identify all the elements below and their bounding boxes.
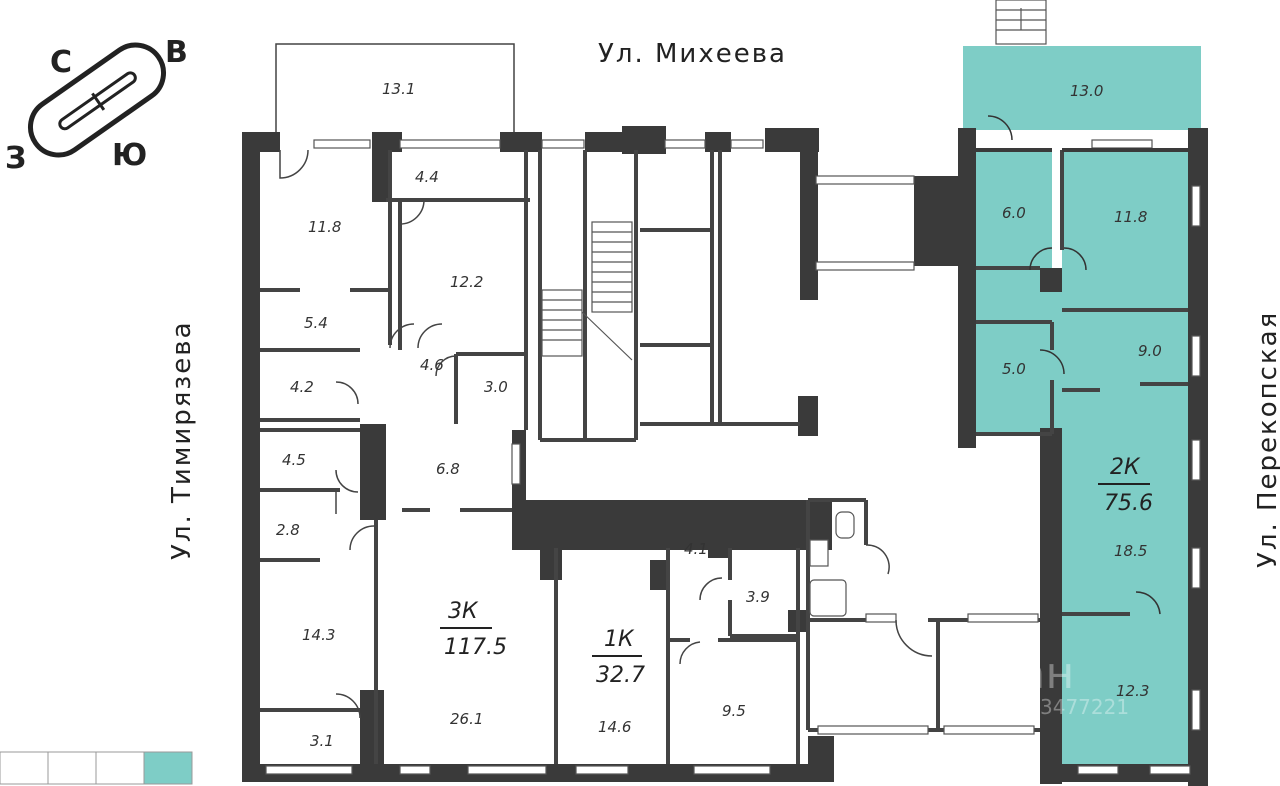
section-4-active[interactable]	[143, 751, 193, 785]
compass-north-label: С	[50, 45, 72, 80]
room-area-12-3: 12.3	[1116, 682, 1149, 700]
room-area-13-0: 13.0	[1070, 82, 1103, 100]
room-area-6-8: 6.8	[436, 460, 460, 478]
room-area-9-5: 9.5	[722, 702, 746, 720]
section-navigator	[0, 751, 193, 785]
room-area-4-2: 4.2	[290, 378, 314, 396]
room-area-26-1: 26.1	[450, 710, 483, 728]
section-2[interactable]	[47, 751, 97, 785]
room-area-4-4: 4.4	[415, 168, 439, 186]
room-labels: 13.1 11.8 4.4 12.2 5.4 4.2 4.6 3.0 4.5 6…	[276, 80, 1162, 750]
bathroom-fixtures	[809, 511, 855, 617]
room-area-3-0: 3.0	[484, 378, 508, 396]
room-area-13-1: 13.1	[382, 80, 415, 98]
section-1[interactable]	[0, 751, 49, 785]
windows	[265, 139, 1201, 775]
compass-rose: С В Ю З	[5, 35, 188, 176]
room-area-14-6: 14.6	[598, 718, 631, 736]
apartment-2k-highlight	[963, 46, 1201, 764]
apartment-2k-area: 75.6	[1104, 491, 1153, 516]
apartment-3k-area: 117.5	[444, 635, 507, 660]
room-area-5-0: 5.0	[1002, 360, 1026, 378]
watermark-id: 3477221	[1040, 695, 1129, 719]
room-area-6-0: 6.0	[1002, 204, 1026, 222]
room-area-12-2: 12.2	[450, 273, 483, 291]
street-west: Ул. Тимирязева	[167, 320, 197, 560]
room-area-18-5: 18.5	[1114, 542, 1147, 560]
room-area-4-6: 4.6	[420, 356, 444, 374]
compass-east-label: В	[165, 35, 188, 70]
apartment-3k-badge[interactable]: 3К 117.5	[440, 599, 507, 660]
section-3[interactable]	[95, 751, 145, 785]
room-area-2-8: 2.8	[276, 521, 300, 539]
apartment-1k-badge[interactable]: 1К 32.7	[592, 627, 645, 688]
watermark-brand: циан	[960, 648, 1074, 699]
room-area-4-5: 4.5	[282, 451, 306, 469]
street-north: Ул. Михеева	[598, 39, 787, 69]
room-area-3-1: 3.1	[310, 732, 334, 750]
shower-icon	[809, 579, 847, 617]
room-area-9-0: 9.0	[1138, 342, 1162, 360]
room-area-3-9: 3.9	[746, 588, 770, 606]
apartment-2k-badge[interactable]: 2К 75.6	[1098, 455, 1153, 516]
room-area-5-4: 5.4	[304, 314, 328, 332]
doors	[279, 115, 1161, 719]
watermark: циан 3477221	[960, 648, 1129, 719]
compass-west-label: З	[5, 141, 26, 176]
apartment-2k-type: 2К	[1110, 455, 1141, 480]
street-east: Ул. Перекопская	[1253, 311, 1280, 568]
toilet-icon	[835, 511, 855, 539]
apartment-3k-type: 3К	[448, 599, 479, 624]
compass-ring	[27, 42, 167, 158]
room-area-11-8-east: 11.8	[1114, 208, 1147, 226]
sink-icon	[809, 539, 829, 567]
room-area-4-1: 4.1	[684, 540, 708, 558]
staircase	[541, 0, 1047, 361]
apartment-1k-type: 1К	[604, 627, 635, 652]
apartment-1k-area: 32.7	[596, 663, 645, 688]
compass-south-label: Ю	[112, 138, 147, 173]
room-area-11-8: 11.8	[308, 218, 341, 236]
room-area-14-3: 14.3	[302, 626, 335, 644]
